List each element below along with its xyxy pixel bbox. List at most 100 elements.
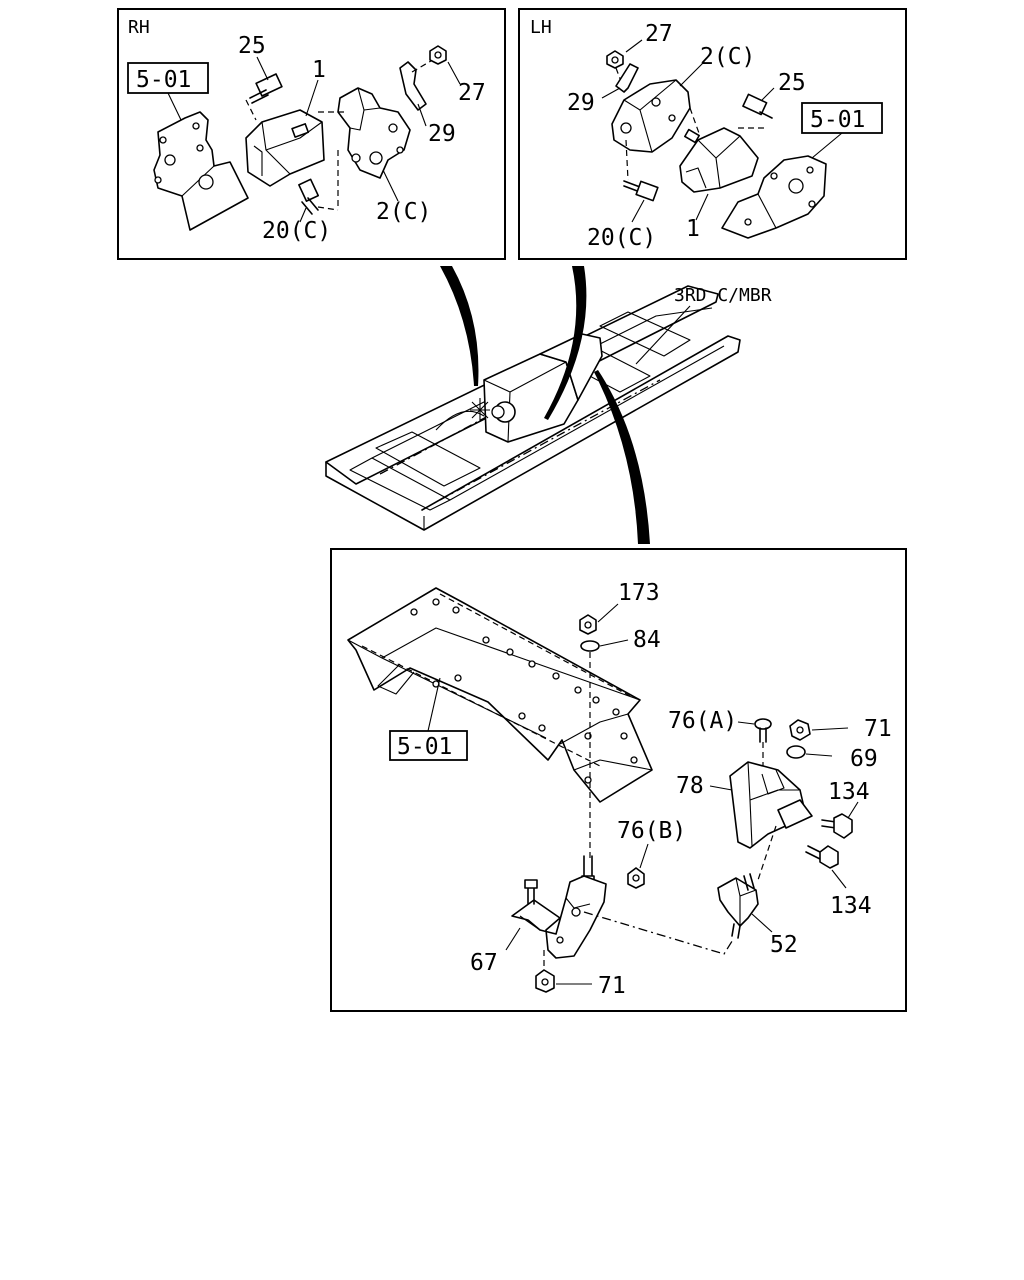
nut-71-upper [789,719,811,741]
rh-tab-29 [399,61,427,111]
lh-tab-29 [615,63,639,93]
third-crossmember-leader [635,305,691,365]
crossmember-beam [347,587,653,803]
lh-callout-2c: 2(C) [700,44,755,70]
rh-callout-1: 1 [312,57,326,83]
callout-76b: 76(B) [617,818,686,844]
rh-callout-2c: 2(C) [376,199,431,225]
lh-engine-mount-1 [679,127,759,193]
lh-leader-20c [631,199,645,223]
leader-134-lower [831,869,847,889]
insulator-52 [717,873,759,939]
bolt-134-lower [805,845,839,869]
rh-frame-bracket [153,92,249,231]
chassis-overview: 3RD C/MBR [325,266,772,544]
callout-134-upper: 134 [828,779,870,805]
callout-71-upper: 71 [864,716,892,742]
bracket-67 [511,875,607,959]
lh-bolt-20c [623,180,659,202]
lh-panel-title: LH [530,17,552,38]
leader-134-upper [847,801,859,819]
rh-callout-27: 27 [458,80,486,106]
leader-76a [737,721,755,725]
pointer-lh [544,266,587,420]
leader-78 [709,785,733,791]
rh-leader-20c [299,207,307,223]
rh-callout-20c: 20(C) [262,218,331,244]
rh-panel-title: RH [128,17,150,38]
callout-76a: 76(A) [668,708,737,734]
rh-nut-27 [429,45,447,65]
rh-leader-2c [382,169,399,202]
lh-callout-29: 29 [567,90,595,116]
lower-phantom-line [583,911,735,955]
rh-bracket-2c [337,87,411,179]
leader-69 [805,753,833,757]
lh-ref-leader [811,132,843,159]
lh-frame-bracket [721,155,827,239]
lh-panel: LH 27 29 2(C) [518,8,907,260]
rh-leader-1 [305,79,319,117]
lh-callout-25: 25 [778,70,806,96]
rh-callout-25: 25 [238,33,266,59]
leader-76b [639,843,649,869]
lower-ref-box[interactable] [389,730,468,761]
lh-callout-20c: 20(C) [587,225,656,251]
frame-rail-rear [325,335,741,531]
cross-member-2 [375,431,481,487]
callout-71-lower: 71 [598,973,626,999]
lh-centerline-b [689,107,701,137]
leader-52 [751,913,773,933]
washer-84 [580,640,600,652]
pointer-lower [594,370,650,544]
callout-84: 84 [633,627,661,653]
rh-leader-25 [256,56,269,81]
callout-67: 67 [470,950,498,976]
lower-ref-box-label: 5-01 [397,734,452,760]
lh-leader-1 [695,193,709,221]
rh-panel: RH 5-01 25 [117,8,506,260]
engine-fan [435,398,490,431]
frame-rail-front [325,285,719,485]
callout-69: 69 [850,746,878,772]
washer-69 [786,745,806,759]
lower-panel: 5-01 173 84 76(A) 71 69 [330,548,907,1012]
lower-panel-border [330,548,907,1012]
rh-ref-box-label: 5-01 [136,67,191,93]
rh-engine-mount-1 [245,109,325,187]
nut-71-lower [535,969,555,993]
rh-bolt-20c [298,178,320,215]
callout-52: 52 [770,932,798,958]
rh-centerline-c [317,206,339,211]
bolt-76a [754,718,772,743]
lh-centerline-c [625,139,629,181]
nut-173 [579,614,597,635]
lh-callout-27: 27 [645,21,673,47]
callout-134-lower: 134 [830,893,872,919]
leader-67 [505,927,521,951]
lh-callout-1: 1 [686,216,700,242]
lh-leader-2c [679,61,705,87]
rh-leader-27 [447,61,461,85]
callout-78: 78 [676,773,704,799]
third-crossmember-label: 3RD C/MBR [674,285,772,306]
lh-ref-box-label: 5-01 [810,107,865,133]
leader-71-upper [811,727,849,731]
lh-bracket-2c [611,79,691,153]
rh-panel-border [117,8,506,260]
bolt-134-upper [821,813,853,839]
bolt-76b [627,867,645,889]
leader-84 [599,639,629,647]
lh-ref-box[interactable] [801,102,883,134]
rh-bolt-25 [245,73,283,121]
lh-bolt-25 [742,93,773,119]
rh-callout-29: 29 [428,121,456,147]
lh-leader-29 [601,87,621,99]
lh-leader-27 [625,39,643,53]
bracket-78 [729,761,813,849]
lh-nut-27 [606,50,624,69]
lh-leader-25 [761,87,775,101]
lh-panel-border [518,8,907,260]
callout-173: 173 [618,580,660,606]
